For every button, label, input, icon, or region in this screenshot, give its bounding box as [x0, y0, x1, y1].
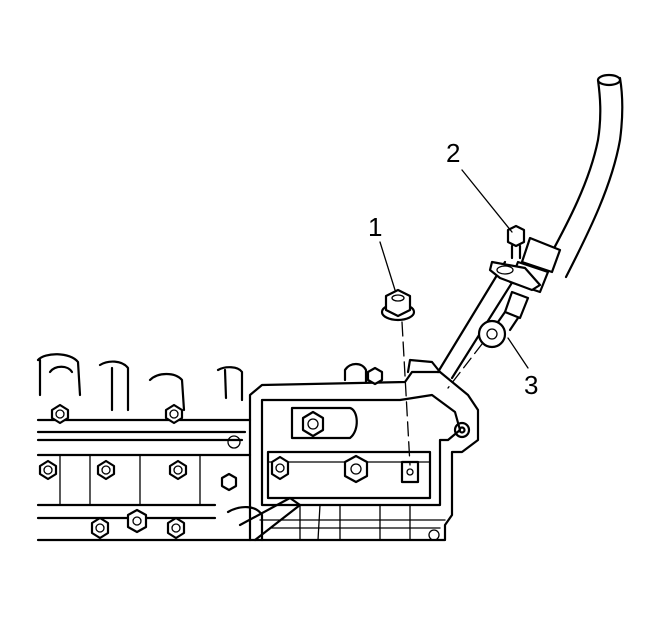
bolt [38, 459, 58, 481]
callout-1: 1 [368, 212, 382, 242]
bolt [220, 472, 238, 492]
callout-3: 3 [524, 370, 538, 400]
bolt [50, 403, 70, 425]
alignment-lines [401, 321, 483, 466]
bolt [301, 410, 325, 438]
part-3-ring-terminal [477, 290, 530, 349]
callout-2: 2 [446, 138, 460, 168]
bolt [96, 459, 116, 481]
leader-lines [379, 169, 529, 369]
bolt [90, 516, 110, 540]
bolt [164, 403, 184, 425]
bolt [126, 508, 148, 534]
wiring-harness [436, 73, 624, 380]
bolt [168, 459, 188, 481]
bolt [270, 455, 290, 481]
bolt [166, 516, 186, 540]
bolt [366, 366, 384, 386]
housing-assembly [36, 353, 480, 542]
part-1-flange-nut [380, 288, 416, 322]
housing-bolts [38, 366, 420, 540]
bolt [343, 454, 369, 484]
